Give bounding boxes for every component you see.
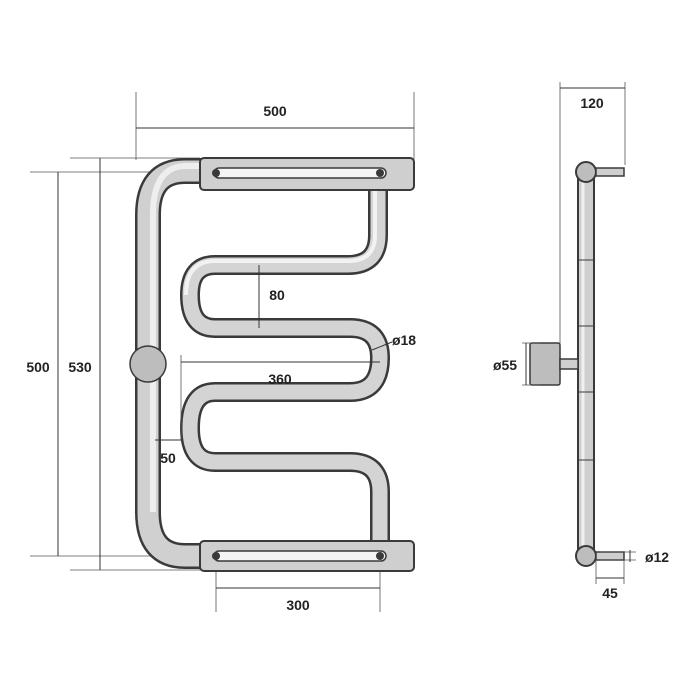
serpentine-pipe-highlight (184, 185, 377, 296)
side-top-cap (575, 161, 597, 183)
dim-leader-pipe-diameter (371, 341, 393, 351)
dim-label-bar-length: 300 (286, 597, 310, 613)
riser-wall-mount (129, 345, 167, 383)
side-view: 120 ø55 ø12 45 (493, 82, 669, 601)
top-bar-bolt-right (376, 169, 384, 177)
frame-riser-highlight (150, 163, 213, 512)
side-wall-mount (529, 342, 561, 386)
dim-label-height-outer: 530 (68, 359, 92, 375)
side-top-bar (595, 167, 625, 177)
dim-label-pipe-diameter: ø18 (392, 332, 416, 348)
side-bottom-bar (595, 551, 625, 561)
bottom-bar-slot (213, 550, 387, 562)
dim-label-width-top: 500 (263, 103, 287, 119)
bottom-bar-bolt-right (376, 552, 384, 560)
dim-label-bar-offset: 45 (602, 585, 618, 601)
side-bottom-cap (575, 545, 597, 567)
side-mount-stem (559, 358, 579, 370)
bottom-bar-bolt-left (212, 552, 220, 560)
dim-label-loop-spacing: 80 (269, 287, 285, 303)
side-riser (577, 167, 595, 559)
top-bar-slot (213, 167, 387, 179)
dim-label-height-inner: 500 (26, 359, 50, 375)
front-view: 500 500 530 80 ø18 360 50 300 (26, 92, 416, 613)
dim-label-mount-diameter: ø55 (493, 357, 517, 373)
dim-label-depth: 120 (580, 95, 604, 111)
serpentine-pipe-outline (180, 185, 390, 545)
top-bar-bolt-left (212, 169, 220, 177)
serpentine-pipe (182, 185, 388, 545)
dim-label-bar-diameter: ø12 (645, 549, 669, 565)
dim-label-offset-left: 50 (160, 450, 176, 466)
dim-label-loop-width: 360 (268, 371, 292, 387)
